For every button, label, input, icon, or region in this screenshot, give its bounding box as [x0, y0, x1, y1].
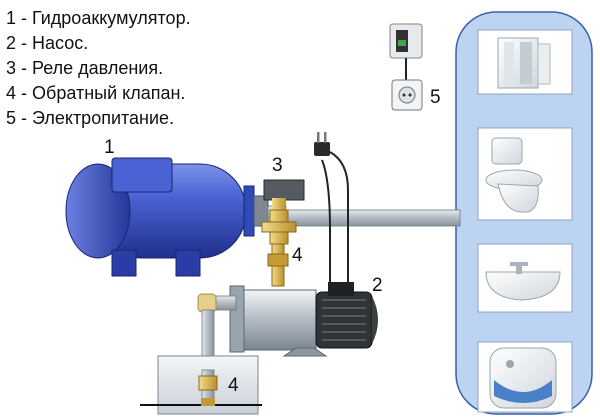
pump [229, 282, 378, 357]
legend-item: 2 - Насос. [6, 33, 89, 53]
legend-item: 4 - Обратный клапан. [6, 83, 186, 103]
label-valve-upper: 4 [292, 245, 303, 266]
shower-cabin-icon [477, 29, 573, 95]
pressure-relay [261, 179, 305, 245]
check-valve-upper [267, 243, 289, 287]
legend-item: 3 - Реле давления. [6, 58, 164, 78]
toilet-icon [477, 127, 573, 221]
water-heater-icon [477, 341, 573, 413]
legend: 1 - Гидроаккумулятор. 2 - Насос. 3 - Рел… [6, 6, 191, 131]
suction-pipe [197, 293, 237, 371]
legend-item: 1 - Гидроаккумулятор. [6, 8, 191, 28]
power-plug-icon [314, 132, 330, 156]
label-pump: 2 [372, 275, 383, 296]
label-valve-lower: 4 [228, 375, 239, 396]
power-cables [321, 151, 349, 282]
supply-pipe [281, 209, 461, 227]
label-power: 5 [430, 87, 441, 108]
label-relay: 3 [272, 155, 283, 176]
sink-icon [477, 243, 573, 313]
check-valve-lower [198, 369, 218, 406]
accumulator-tank [65, 157, 269, 277]
power-supply [389, 23, 423, 111]
legend-item: 5 - Электропитание. [6, 108, 175, 128]
label-accumulator: 1 [104, 137, 115, 158]
